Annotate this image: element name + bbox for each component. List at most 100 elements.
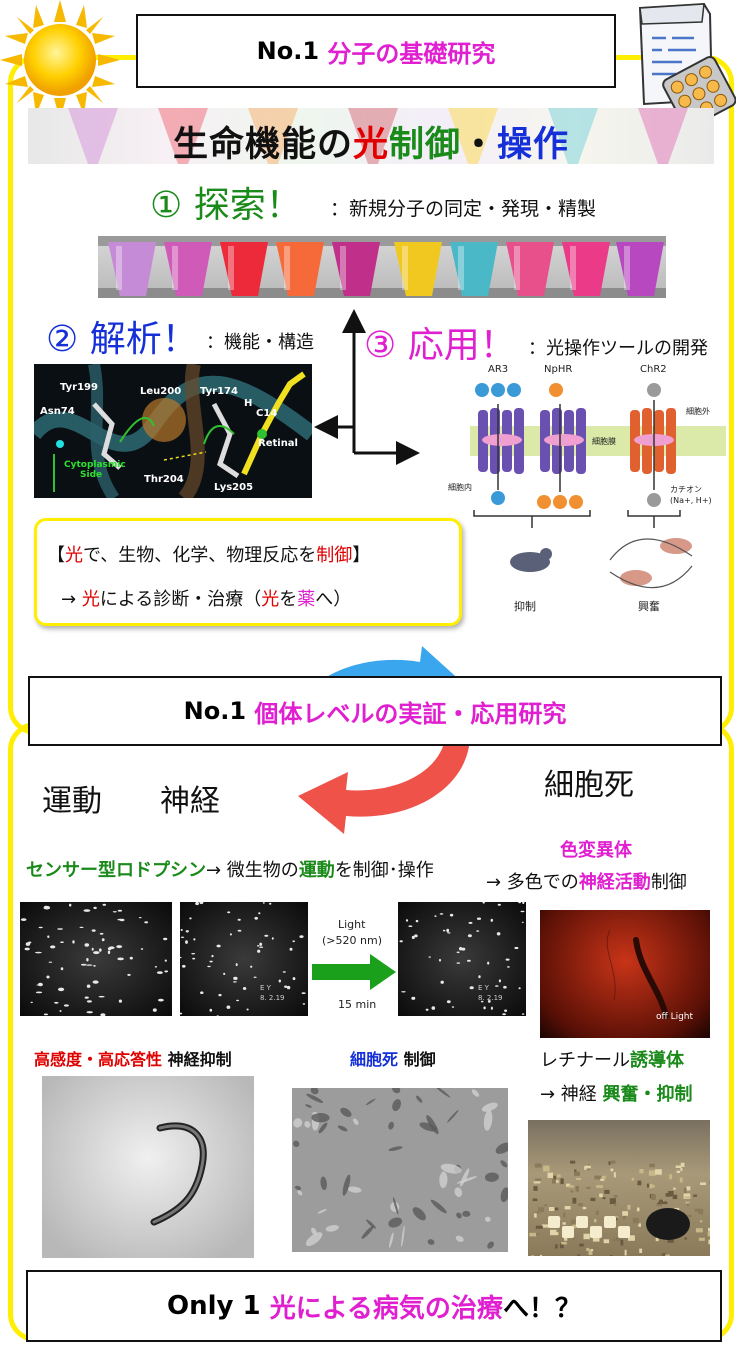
diagram-inhibit: 抑制 bbox=[514, 600, 536, 613]
microbe-dot bbox=[439, 913, 444, 915]
bedding-chip bbox=[638, 1223, 641, 1227]
bedding-chip bbox=[657, 1201, 662, 1204]
microbe-dot bbox=[490, 918, 493, 922]
microbe-dot bbox=[446, 1000, 451, 1004]
microbe-dot bbox=[20, 918, 27, 921]
bedding-chip bbox=[651, 1194, 656, 1200]
cell-shape bbox=[392, 1088, 401, 1094]
bedding-chip bbox=[637, 1180, 642, 1186]
cycle-arrows-icon bbox=[290, 646, 471, 834]
banner-part5: 操作 bbox=[497, 125, 570, 164]
bedding-chip bbox=[532, 1198, 538, 1202]
worm-caption: off Light bbox=[656, 1012, 694, 1022]
microbe-dot bbox=[490, 1006, 493, 1010]
bedding-chip bbox=[669, 1174, 673, 1180]
stamp-3-line2: 8. 2.19 bbox=[478, 994, 503, 1002]
bedding-chip bbox=[572, 1197, 577, 1204]
cell-shape bbox=[500, 1160, 508, 1168]
microbe-dot bbox=[99, 948, 102, 952]
bedding-chip bbox=[668, 1191, 674, 1197]
bottom-heading-suffix: へ！？ bbox=[502, 1293, 581, 1324]
microbe-dot bbox=[246, 1008, 249, 1011]
microbe-dot bbox=[284, 985, 288, 988]
cell-shape bbox=[311, 1112, 330, 1123]
cell-shape bbox=[416, 1095, 423, 1103]
cell-shape bbox=[456, 1212, 462, 1219]
microbe-dot bbox=[289, 947, 293, 951]
bedding-chip bbox=[628, 1235, 635, 1241]
microbe-dot bbox=[502, 1013, 506, 1016]
bedding-chip bbox=[636, 1207, 640, 1212]
microbe-dot bbox=[514, 946, 519, 950]
cell-shape bbox=[434, 1088, 451, 1098]
mouse-cage-photo bbox=[528, 1120, 710, 1256]
microbe-dot bbox=[86, 958, 89, 962]
microbe-dot bbox=[451, 1006, 455, 1008]
microbe-dot bbox=[102, 903, 107, 906]
microbe-dot bbox=[264, 934, 269, 937]
microbe-dot bbox=[30, 1001, 33, 1004]
cell-shape bbox=[426, 1115, 439, 1135]
microbe-dot bbox=[487, 1000, 491, 1003]
label-leu200: Leu200 bbox=[140, 386, 182, 397]
bedding-chip bbox=[574, 1171, 580, 1176]
bedding-chip bbox=[534, 1211, 540, 1214]
retinal-deriv-hl2: 興奮・抑制 bbox=[602, 1084, 693, 1105]
microbe-dot bbox=[180, 936, 185, 938]
concept-line1-mid: で、生物、化学、物理反応を bbox=[83, 545, 317, 566]
microbe-dot bbox=[191, 953, 196, 955]
mouse-figure bbox=[646, 1208, 690, 1240]
microbe-dot bbox=[112, 911, 117, 913]
bedding-chip bbox=[564, 1206, 571, 1210]
bedding-chip bbox=[533, 1181, 541, 1184]
microbe-dot bbox=[428, 956, 431, 958]
cell-shape bbox=[439, 1171, 448, 1189]
diagram-cation-ions: (Na+, H+) bbox=[670, 496, 712, 505]
connector-arrows bbox=[314, 309, 420, 465]
bedding-chip bbox=[602, 1197, 606, 1200]
microbe-dot bbox=[59, 1010, 62, 1012]
microbe-dot bbox=[93, 965, 96, 967]
microbe-dot bbox=[209, 960, 213, 963]
microbe-dot bbox=[282, 971, 286, 973]
diagram-chr2: ChR2 bbox=[640, 364, 667, 375]
microbe-dot bbox=[521, 921, 524, 923]
microbe-dot bbox=[86, 984, 91, 988]
concept-line1: 【光で、生物、化学、物理反応を制御】 bbox=[47, 541, 370, 567]
microbe-dot bbox=[91, 947, 94, 951]
bedding-chip bbox=[568, 1185, 574, 1188]
bedding-chip bbox=[588, 1249, 593, 1255]
cell-shape bbox=[317, 1208, 327, 1214]
diagram-excite: 興奮 bbox=[638, 600, 660, 613]
microbe-dot bbox=[456, 962, 461, 964]
bedding-chip bbox=[594, 1219, 597, 1223]
step3-title: ③ 応用！ bbox=[364, 325, 516, 366]
microbe-dot bbox=[83, 909, 91, 912]
bedding-chip bbox=[562, 1222, 566, 1225]
microbe-dot bbox=[35, 951, 42, 954]
banner-part3: 制御 bbox=[388, 125, 461, 164]
microbe-dot bbox=[86, 964, 93, 966]
bedding-chip bbox=[649, 1163, 655, 1168]
microbe-dot bbox=[503, 985, 507, 989]
microbe-dot bbox=[100, 1013, 106, 1016]
cell-death-part2: 制御 bbox=[398, 1050, 436, 1069]
microbe-dot bbox=[405, 919, 409, 922]
microbe-dot bbox=[24, 947, 30, 951]
microbe-dot bbox=[185, 940, 188, 944]
banner: 生命機能の光制御・操作 bbox=[28, 108, 714, 164]
bottom-heading-prefix: Only 1 bbox=[167, 1291, 270, 1321]
bedding-chip bbox=[665, 1254, 670, 1256]
cell-shape bbox=[440, 1163, 462, 1174]
concept-line1-post: 】 bbox=[352, 545, 371, 566]
concept-line2-post: へ） bbox=[315, 589, 352, 610]
microbe-dot bbox=[182, 964, 186, 968]
bedding-chip bbox=[622, 1211, 628, 1216]
cell-shape bbox=[471, 1089, 480, 1097]
microbe-dot bbox=[79, 926, 84, 928]
bedding-chip bbox=[553, 1175, 556, 1180]
cell-shape bbox=[388, 1121, 394, 1130]
bedding-chip bbox=[693, 1194, 698, 1197]
cell-shape bbox=[306, 1093, 324, 1104]
cell-shape bbox=[487, 1241, 494, 1249]
